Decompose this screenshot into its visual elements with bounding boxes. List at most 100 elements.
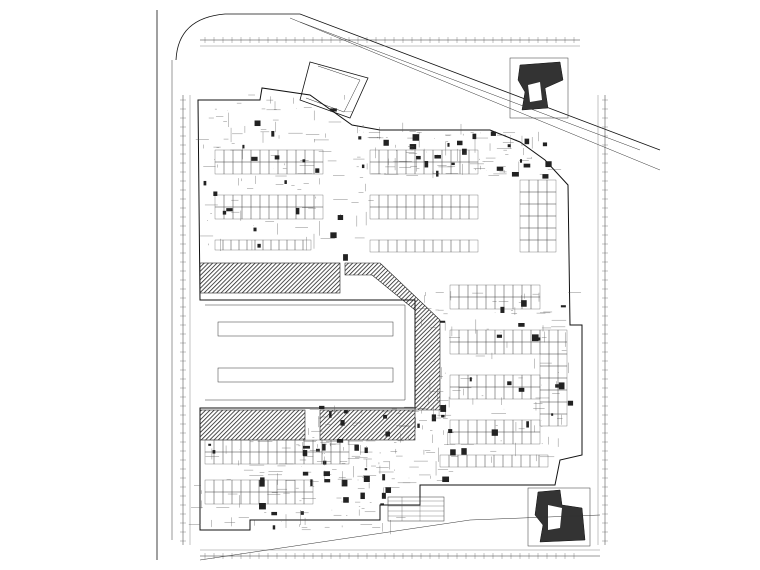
parking-stall (459, 239, 470, 253)
parking-stall (250, 206, 261, 220)
parking-stall (231, 451, 242, 465)
parking-stall (223, 161, 234, 175)
parking-stall (546, 179, 557, 193)
parking-stall (213, 491, 224, 505)
parking-stall (330, 451, 341, 465)
equipment-block (254, 120, 261, 127)
parking-stall (458, 284, 469, 298)
parking-stall (339, 451, 350, 465)
equipment-block (319, 405, 325, 410)
parking-stall (450, 206, 461, 220)
parking-stall (467, 419, 478, 433)
parking-stall (278, 239, 288, 251)
parking-stall (414, 239, 425, 253)
parking-stall (378, 206, 389, 220)
parking-stall (548, 341, 559, 355)
equipment-block (253, 227, 257, 232)
parking-stall (222, 451, 233, 465)
parking-stall (528, 179, 539, 193)
parking-stall (539, 353, 550, 367)
courtyard-boundary (205, 304, 406, 401)
parking-stall (231, 439, 242, 453)
equipment-block (521, 300, 527, 307)
hatched-zone-south-row-1 (199, 409, 306, 441)
parking-stall (502, 454, 513, 468)
parking-stall (441, 206, 452, 220)
parking-stall (503, 284, 514, 298)
parking-stall (457, 454, 468, 468)
equipment-block (257, 243, 261, 248)
parking-stall (537, 203, 548, 217)
equipment-block (507, 144, 511, 148)
parking-stall (396, 194, 407, 208)
parking-stall (459, 161, 470, 175)
parking-stall (396, 239, 407, 253)
parking-stall (246, 239, 256, 251)
parking-stall (249, 451, 260, 465)
parking-stall (521, 374, 532, 388)
parking-stall (249, 491, 260, 505)
equipment-block (259, 503, 266, 510)
parking-stall (423, 149, 434, 163)
parking-stall (548, 329, 559, 343)
equipment-block (315, 448, 320, 452)
equipment-block (440, 405, 447, 412)
parking-stall (458, 341, 469, 355)
parking-stall (511, 454, 522, 468)
parking-stall (530, 296, 541, 310)
parking-stall (537, 227, 548, 241)
parking-stall (222, 239, 232, 251)
parking-stall (459, 206, 470, 220)
parking-stall (512, 374, 523, 388)
parking-stall (232, 194, 243, 208)
key-plan-top (509, 57, 569, 119)
parking-stall (476, 431, 487, 445)
parking-stall (458, 419, 469, 433)
parking-stall (286, 149, 297, 163)
equipment-block (567, 400, 574, 406)
parking-stall (241, 161, 252, 175)
parking-stall (414, 206, 425, 220)
parking-stall (494, 386, 505, 400)
parking-stall (285, 479, 296, 493)
equipment-block (441, 414, 445, 418)
parking-stall (557, 389, 568, 403)
parking-stall (512, 419, 523, 433)
equipment-block (330, 108, 337, 112)
equipment-block (417, 423, 420, 428)
parking-stall (214, 161, 225, 175)
parking-stall (503, 296, 514, 310)
equipment-block (472, 133, 477, 140)
equipment-block (381, 492, 386, 499)
parking-stall (539, 389, 550, 403)
equipment-block (380, 503, 385, 506)
equipment-block (383, 414, 388, 419)
parking-stall (484, 454, 495, 468)
dimension-ticks (180, 37, 608, 559)
parking-stall (539, 413, 550, 427)
equipment-block (302, 450, 308, 456)
equipment-block (300, 511, 304, 515)
parking-stall (241, 206, 252, 220)
parking-stall (378, 239, 389, 253)
equipment-block (500, 306, 505, 313)
parking-stall (267, 451, 278, 465)
equipment-block (511, 171, 519, 177)
parking-stall (475, 454, 486, 468)
equipment-block (560, 305, 566, 308)
parking-stall (214, 206, 225, 220)
parking-stall (494, 341, 505, 355)
equipment-block (208, 443, 212, 446)
parking-stall (439, 454, 450, 468)
parking-stall (369, 239, 380, 253)
parking-stall (303, 491, 314, 505)
equipment-block (330, 232, 337, 239)
parking-stall (557, 401, 568, 415)
parking-stall (485, 374, 496, 388)
parking-stall (369, 149, 380, 163)
parking-stall (530, 374, 541, 388)
parking-stall (276, 479, 287, 493)
equipment-block (456, 140, 463, 146)
parking-stall (521, 284, 532, 298)
